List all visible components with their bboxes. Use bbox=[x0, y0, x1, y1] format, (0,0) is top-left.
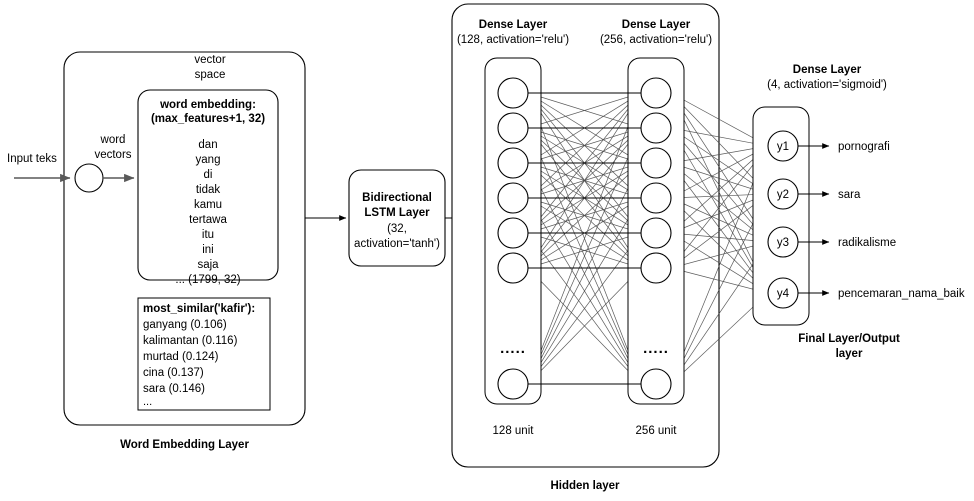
word-vectors-label-line1: word bbox=[100, 134, 126, 146]
embedding-word-9: ... (1799, 32) bbox=[175, 274, 240, 286]
embedding-word-1: yang bbox=[196, 154, 221, 166]
output-neuron-label-y2: y2 bbox=[777, 189, 789, 201]
output-neuron-label-y3: y3 bbox=[777, 237, 789, 249]
synapses-dense2-output bbox=[670, 92, 769, 385]
most-similar-item-2: murtad (0.124) bbox=[143, 351, 219, 363]
vector-space-label-line2: space bbox=[195, 69, 226, 81]
output-neurons bbox=[767, 130, 799, 309]
hidden-layer-label: Hidden layer bbox=[550, 480, 620, 492]
embedding-word-3: tidak bbox=[196, 184, 221, 196]
dense1-neuron-4 bbox=[497, 217, 529, 249]
output-label-3: pencemaran_nama_baik bbox=[838, 288, 965, 300]
embedding-word-8: saja bbox=[197, 259, 219, 271]
dense2-params: (256, activation='relu') bbox=[600, 34, 712, 46]
dense2-neuron-2 bbox=[640, 147, 672, 179]
dense1-neuron-5 bbox=[497, 252, 529, 284]
dense1-neuron-3 bbox=[497, 182, 529, 214]
vector-space-label-line1: vector bbox=[194, 54, 225, 66]
word-embedding-inner-box bbox=[137, 89, 279, 281]
most-similar-item-5: ... bbox=[143, 396, 152, 408]
dense1-ellipsis: ..... bbox=[500, 340, 526, 357]
most-similar-item-4: sara (0.146) bbox=[143, 383, 205, 395]
dense2-neuron-4 bbox=[640, 217, 672, 249]
dense1-neuron-1 bbox=[497, 112, 529, 144]
layer-rails bbox=[528, 92, 641, 385]
dense2-neuron-3 bbox=[640, 182, 672, 214]
embedding-word-6: itu bbox=[202, 229, 214, 241]
final-layer-label-line2: layer bbox=[836, 348, 863, 360]
word-embedding-layer-label: Word Embedding Layer bbox=[120, 439, 249, 451]
dense2-title: Dense Layer bbox=[622, 19, 691, 31]
input-teks-label: Input teks bbox=[7, 153, 57, 165]
output-neuron-label-y1: y1 bbox=[777, 141, 789, 153]
dense1-unit-label: 128 unit bbox=[493, 425, 535, 437]
output-label-2: radikalisme bbox=[838, 237, 896, 249]
most-similar-item-3: cina (0.137) bbox=[143, 367, 204, 379]
lstm-params-line2: activation='tanh') bbox=[354, 238, 440, 250]
dense2-neuron-1 bbox=[640, 112, 672, 144]
dense3-title: Dense Layer bbox=[793, 64, 862, 76]
output-neuron-label-y4: y4 bbox=[777, 288, 790, 300]
dense1-neurons bbox=[497, 77, 529, 400]
word-embedding-title-line2: (max_features+1, 32) bbox=[151, 113, 265, 125]
most-similar-item-0: ganyang (0.106) bbox=[143, 319, 227, 331]
dense1-neuron-6 bbox=[497, 368, 529, 400]
dense1-title: Dense Layer bbox=[479, 19, 548, 31]
embedding-word-0: dan bbox=[198, 139, 217, 151]
output-label-0: pornografi bbox=[838, 141, 890, 153]
most-similar-item-1: kalimantan (0.116) bbox=[143, 335, 238, 347]
dense3-params: (4, activation='sigmoid') bbox=[767, 79, 887, 91]
embedding-word-7: ini bbox=[202, 244, 214, 256]
dense2-neuron-0 bbox=[640, 77, 672, 109]
word-vectors-label-line2: vectors bbox=[94, 149, 131, 161]
final-layer-label-line1: Final Layer/Output bbox=[798, 333, 900, 345]
dense3-box bbox=[752, 106, 810, 326]
dense2-unit-label: 256 unit bbox=[636, 425, 678, 437]
dense2-neuron-5 bbox=[640, 252, 672, 284]
most-similar-title: most_similar('kafir'): bbox=[143, 303, 255, 315]
embedding-word-2: di bbox=[204, 169, 213, 181]
lstm-title-line1: Bidirectional bbox=[362, 192, 432, 204]
dense1-neuron-0 bbox=[497, 77, 529, 109]
dense1-neuron-2 bbox=[497, 147, 529, 179]
embedding-word-4: kamu bbox=[194, 199, 222, 211]
dense1-params: (128, activation='relu') bbox=[457, 34, 569, 46]
lstm-params-line1: (32, bbox=[387, 223, 407, 235]
output-label-1: sara bbox=[838, 189, 861, 201]
embedding-word-5: tertawa bbox=[189, 214, 227, 226]
lstm-title-line2: LSTM Layer bbox=[364, 207, 430, 219]
word-embedding-title-line1: word embedding: bbox=[159, 99, 256, 111]
dense2-ellipsis: ..... bbox=[643, 340, 669, 357]
dense2-neuron-6 bbox=[640, 368, 672, 400]
input-node bbox=[74, 163, 104, 193]
most-similar-box bbox=[137, 297, 271, 411]
dense2-neurons bbox=[640, 77, 672, 400]
